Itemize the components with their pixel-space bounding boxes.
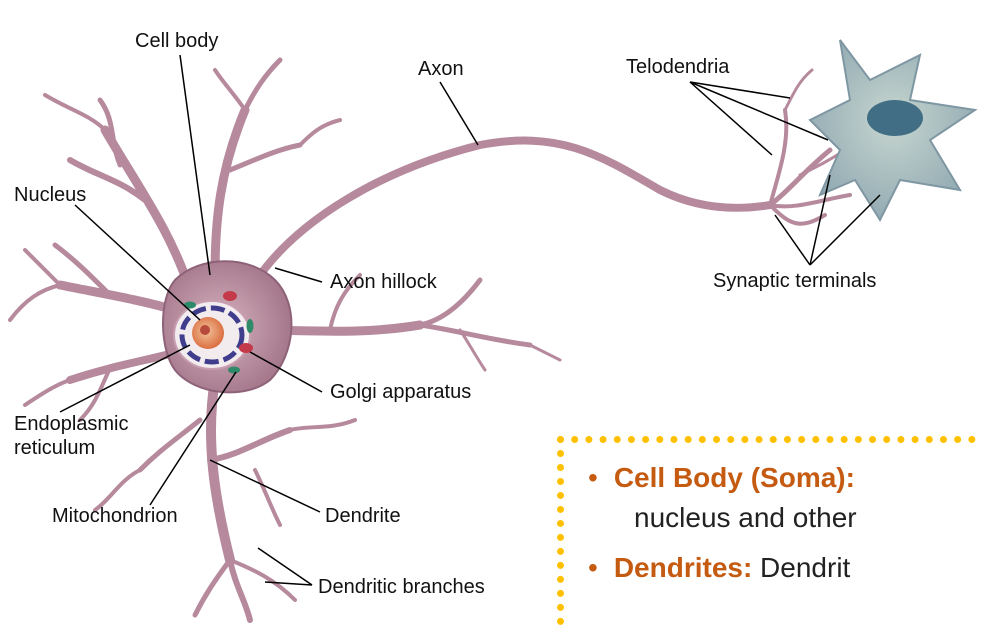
label-dendritic-branches: Dendritic branches [318, 576, 485, 598]
dendrite-branch [530, 345, 560, 360]
axon-shaft [260, 141, 770, 275]
dendrite-branch [195, 560, 230, 615]
bullet-item-cell-body: • Cell Body (Soma): [588, 461, 855, 495]
bullet-icon: • [588, 552, 598, 583]
golgi-apparatus [239, 343, 253, 353]
axon [260, 70, 850, 275]
leader-cell-body [180, 55, 210, 275]
label-golgi-apparatus: Golgi apparatus [330, 381, 471, 403]
leader-dendritic-branches-2 [265, 582, 312, 585]
notes-textbox: • Cell Body (Soma): nucleus and other • De… [557, 436, 981, 626]
dendrite-branch [245, 60, 280, 110]
mitochondrion [247, 319, 254, 333]
bullet-icon: • [588, 462, 598, 493]
label-cell-body: Cell body [135, 30, 218, 52]
dendrite-branch [10, 285, 60, 320]
telodendria-branch [785, 70, 812, 110]
leader-telodendria-3 [690, 82, 828, 140]
nucleolus [200, 325, 210, 335]
label-endoplasmic-line1: Endoplasmic [14, 413, 129, 435]
leader-mitochondrion [150, 372, 236, 505]
dendrite-branch [230, 145, 300, 170]
dendrite-branch [25, 250, 60, 285]
dendrite-upper [215, 110, 245, 275]
dendrite-left [60, 285, 175, 310]
term-cell-body: Cell Body (Soma): [614, 462, 855, 493]
dendrite-branch [255, 470, 280, 525]
label-dendrite: Dendrite [325, 505, 401, 527]
target-cell-nucleus [867, 100, 923, 136]
label-telodendria: Telodendria [626, 56, 729, 78]
dendrite-branch [300, 120, 340, 145]
dendrite-branch [420, 325, 530, 345]
bullet-item-dendrites: • Dendrites: Dendrit [588, 551, 850, 585]
dendrite-branch [45, 95, 105, 130]
dendrite-branch [140, 420, 200, 470]
bullet-item-cell-body-continued: nucleus and other [634, 501, 857, 535]
dendrite-branch [95, 470, 140, 510]
label-synaptic-terminals: Synaptic terminals [713, 270, 876, 292]
label-endoplasmic-line2: reticulum [14, 437, 95, 459]
leader-axon-hillock [275, 268, 322, 282]
dendrite-branch [215, 70, 245, 110]
label-nucleus: Nucleus [14, 184, 86, 206]
label-axon-hillock: Axon hillock [330, 271, 437, 293]
desc-dendrites: Dendrit [752, 552, 850, 583]
dendrite-branch [290, 420, 355, 430]
mitochondrion [228, 367, 240, 374]
dendrite-branch [210, 430, 290, 460]
dendrite-branch [25, 380, 70, 405]
leader-axon [440, 82, 478, 145]
label-axon: Axon [418, 58, 464, 80]
leader-synaptic-2 [810, 195, 880, 265]
golgi-apparatus [223, 291, 237, 301]
cell-body [163, 261, 291, 392]
term-dendrites: Dendrites: [614, 552, 752, 583]
target-cell [810, 40, 975, 220]
label-mitochondrion: Mitochondrion [52, 505, 178, 527]
leader-dendrite [210, 460, 320, 512]
